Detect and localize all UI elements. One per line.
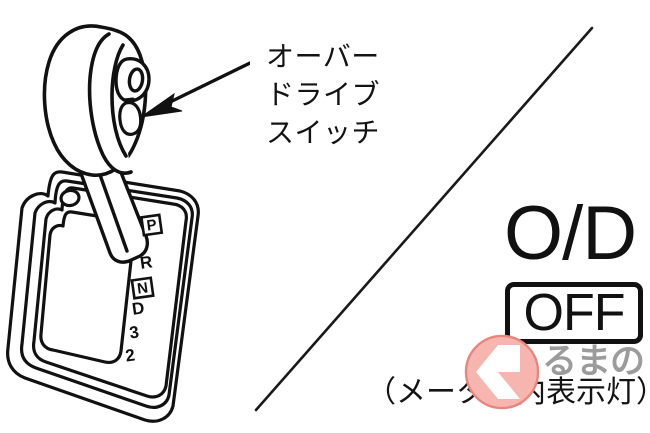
off-text: OFF [523, 284, 626, 342]
console-round-button [59, 188, 81, 208]
svg-text:N: N [136, 279, 149, 297]
shift-lever-illustration: P R N D 3 2 [6, 24, 250, 423]
knob-top-cap [114, 57, 151, 103]
od-text: O/D [504, 191, 637, 276]
gear-position-markings: P R N D 3 2 [124, 213, 164, 366]
gear-marking-R: R [139, 252, 154, 273]
overdrive-switch-callout-label: オーバー ドライブ スイッチ [266, 40, 381, 149]
od-off-indicator-lamp: O/D OFF [500, 196, 650, 351]
meter-indicator-caption: （メーター内表示灯） [366, 375, 650, 410]
svg-text:P: P [146, 216, 158, 234]
gear-marking-3: 3 [128, 322, 140, 342]
gear-marking-2: 2 [124, 345, 136, 365]
gear-marking-P: P [139, 213, 164, 237]
overdrive-switch-button[interactable] [118, 97, 143, 136]
gear-marking-D: D [131, 298, 146, 319]
gear-marking-N: N [130, 276, 155, 300]
off-box: OFF [505, 282, 643, 344]
pointer-arrow-icon [140, 61, 250, 118]
shift-lever-shaft [77, 150, 150, 264]
